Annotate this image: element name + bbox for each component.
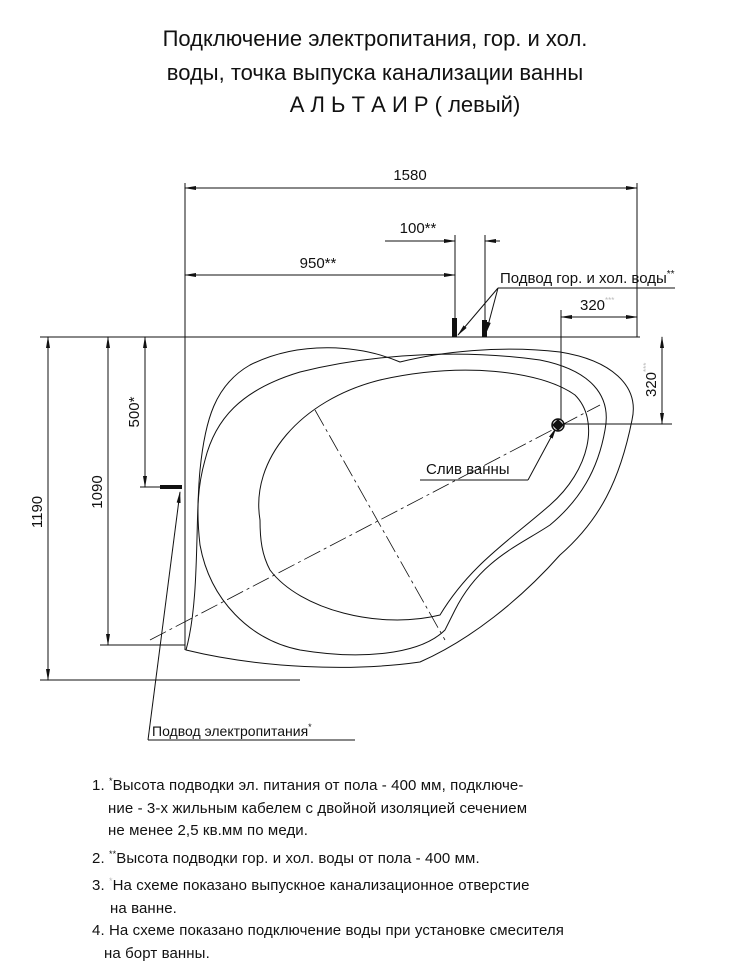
note-1-line-3: не менее 2,5 кв.мм по меди. — [108, 822, 309, 839]
title-line-3: А Л Ь Т А И Р ( левый) — [289, 92, 521, 117]
note-4: 4. На схеме показано подключение воды пр… — [92, 922, 564, 939]
water-supply-label: Подвод гор. и хол. воды** — [500, 269, 675, 287]
note-1: 1. *Высота подводки эл. питания от пола … — [92, 776, 524, 794]
dim-950-label: 950** — [300, 255, 337, 272]
note-1-line-2: ние - 3-х жильным кабелем с двойной изол… — [108, 799, 528, 817]
drain-label: Слив ванны — [426, 461, 510, 478]
dim-320-horizontal-label: 320*** — [580, 296, 614, 314]
cold-water-pipe — [482, 320, 487, 337]
hot-water-pipe — [452, 318, 457, 337]
note-2: 2. **Высота подводки гор. и хол. воды от… — [92, 848, 480, 867]
title-line-2: воды, точка выпуска канализации ванны — [166, 60, 584, 85]
dim-500-label: 500* — [126, 396, 143, 427]
note-3: 3. *На схеме показано выпускное канализа… — [92, 876, 530, 894]
dim-1090-label: 1090 — [89, 475, 106, 508]
dim-320-vertical-label: 320*** — [642, 363, 660, 397]
tub-inner-rim — [197, 353, 607, 656]
tub-basin — [258, 369, 590, 621]
dim-100-label: 100** — [400, 220, 437, 237]
power-supply-label: Подвод электропитания* — [152, 722, 312, 739]
note-4-line-2: на борт ванны. — [104, 944, 210, 962]
dim-1190-label: 1190 — [29, 496, 46, 528]
power-outlet-marker — [160, 485, 182, 489]
tub-outer-rim — [185, 347, 634, 668]
note-3-line-2: на ванне. — [110, 899, 177, 917]
title-line-1: Подключение электропитания, гор. и хол. — [162, 26, 588, 51]
dim-1580-label: 1580 — [393, 167, 426, 184]
notes-list: 1. *Высота подводки эл. питания от пола … — [92, 770, 564, 965]
drain-icon — [551, 418, 565, 432]
